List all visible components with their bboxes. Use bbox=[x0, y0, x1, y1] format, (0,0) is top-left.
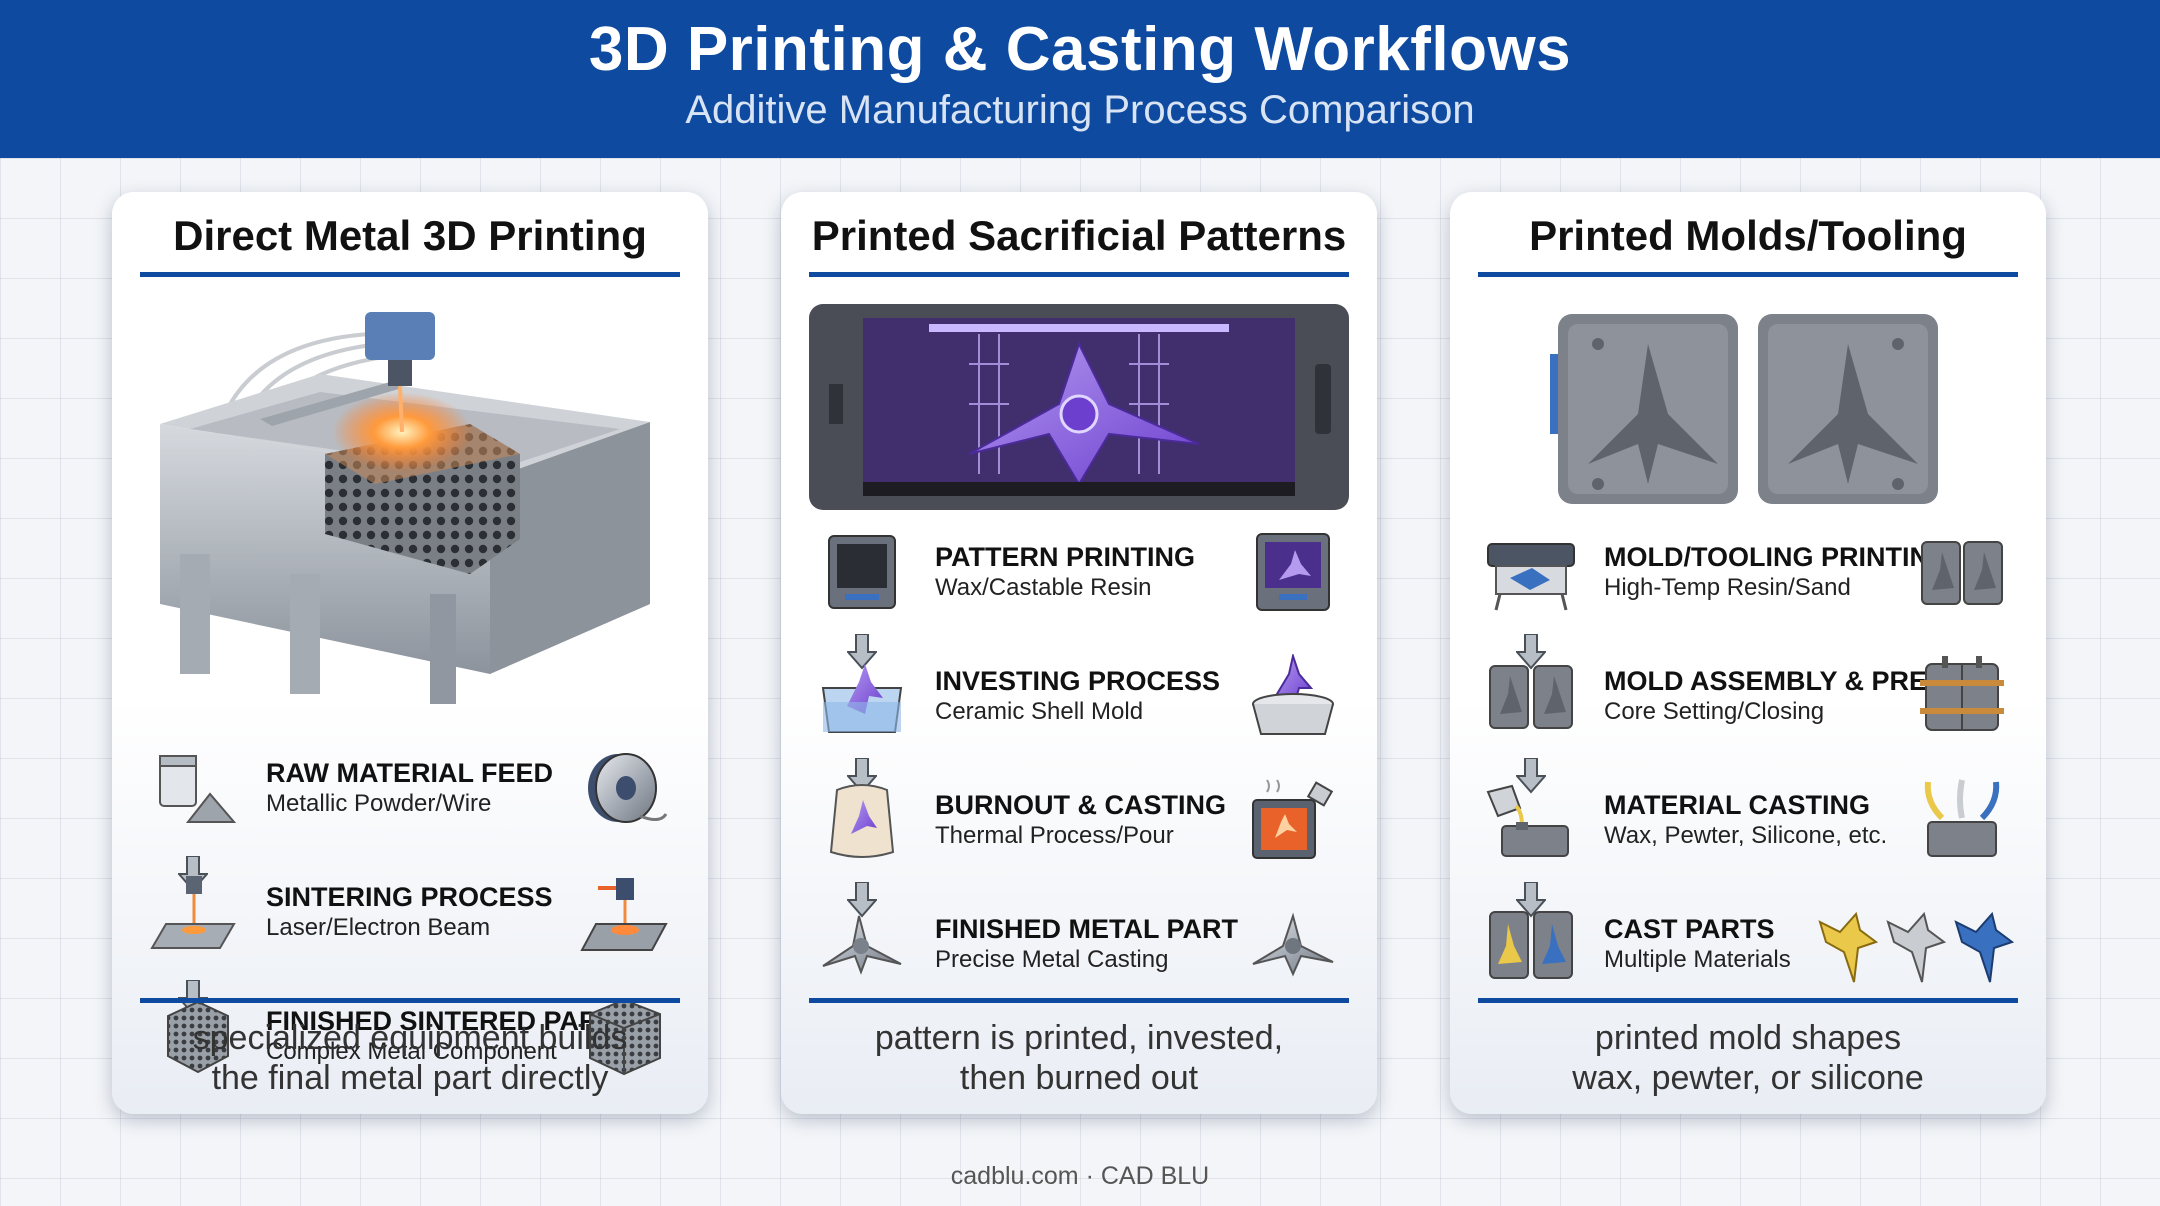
flow-arrow bbox=[1516, 882, 1546, 918]
panel-title: Printed Molds/Tooling bbox=[1529, 212, 1967, 259]
step-title: PATTERN PRINTING bbox=[935, 542, 1195, 572]
step-raw-material-feed: RAW MATERIAL FEED Metallic Powder/Wire bbox=[112, 742, 708, 832]
flow-arrow bbox=[847, 758, 877, 794]
flow-arrow bbox=[1516, 634, 1546, 670]
step-title: FINISHED METAL PART bbox=[935, 914, 1238, 944]
powder-canister-icon bbox=[148, 750, 238, 828]
step-burnout-casting: BURNOUT & CASTING Thermal Process/Pour bbox=[781, 774, 1377, 864]
mold-halves-icon bbox=[1918, 530, 2006, 614]
page-subtitle: Additive Manufacturing Process Compariso… bbox=[685, 88, 1475, 132]
open-mold-illustration bbox=[1478, 304, 2018, 510]
panel-printed-molds: Printed Molds/Tooling MOLD/TOOLING PRINT bbox=[1450, 192, 2046, 1114]
metal-node-icon bbox=[817, 906, 907, 984]
flow-arrow bbox=[1516, 758, 1546, 794]
powder-bed-printer-illustration bbox=[140, 304, 680, 724]
step-title: BURNOUT & CASTING bbox=[935, 790, 1226, 820]
wide-format-printer-icon bbox=[1486, 534, 1576, 612]
panel-divider bbox=[140, 272, 680, 277]
page-title: 3D Printing & Casting Workflows bbox=[588, 15, 1572, 84]
step-subtitle: Thermal Process/Pour bbox=[935, 822, 1174, 849]
laser-bed-icon bbox=[580, 870, 668, 954]
step-material-casting: MATERIAL CASTING Wax, Pewter, Silicone, … bbox=[1450, 774, 2046, 864]
step-finished-sintered-part: FINISHED SINTERED PART Complex Metal Com… bbox=[112, 990, 708, 1080]
step-title: MOLD/TOOLING PRINTING bbox=[1604, 542, 1950, 572]
step-title: CAST PARTS bbox=[1604, 914, 1775, 944]
header-banner: 3D Printing & Casting Workflows Additive… bbox=[0, 0, 2160, 158]
step-subtitle: Precise Metal Casting bbox=[935, 946, 1169, 973]
step-subtitle: Ceramic Shell Mold bbox=[935, 698, 1144, 725]
panel-title: Direct Metal 3D Printing bbox=[173, 212, 647, 259]
step-title: FINISHED SINTERED PART bbox=[266, 1006, 616, 1036]
step-mold-tooling-printing: MOLD/TOOLING PRINTING High-Temp Resin/Sa… bbox=[1450, 526, 2046, 616]
step-title: SINTERING PROCESS bbox=[266, 882, 553, 912]
panel-title: Printed Sacrificial Patterns bbox=[811, 212, 1347, 259]
mold-open-icon bbox=[1486, 658, 1576, 736]
footer-credit: cadblu.com · CAD BLU bbox=[950, 1162, 1210, 1190]
step-subtitle: Wax, Pewter, Silicone, etc. bbox=[1604, 822, 1888, 849]
mold-with-parts-icon bbox=[1486, 906, 1576, 984]
panel-caption: printed mold shapes wax, pewter, or sili… bbox=[1572, 1019, 1924, 1097]
step-finished-metal-part: FINISHED METAL PART Precise Metal Castin… bbox=[781, 898, 1377, 988]
step-mold-assembly-prep: MOLD ASSEMBLY & PREP Core Setting/Closin… bbox=[1450, 650, 2046, 740]
multi-pour-icon bbox=[1918, 778, 2006, 862]
panel-sacrificial-patterns: Printed Sacrificial Patterns bbox=[781, 192, 1377, 1114]
dip-tank-icon bbox=[817, 658, 907, 736]
step-sintering-process: SINTERING PROCESS Laser/Electron Beam bbox=[112, 866, 708, 956]
step-cast-parts: CAST PARTS Multiple Materials bbox=[1450, 898, 2046, 988]
step-subtitle: Core Setting/Closing bbox=[1604, 698, 1825, 725]
shell-mold-icon bbox=[817, 782, 907, 860]
wire-spool-icon bbox=[580, 746, 668, 830]
panel-divider bbox=[809, 998, 1349, 1003]
flow-arrow bbox=[847, 634, 877, 670]
laser-nozzle-icon bbox=[148, 874, 238, 952]
step-subtitle: Multiple Materials bbox=[1604, 946, 1791, 973]
flow-arrow bbox=[847, 882, 877, 918]
step-title: MOLD ASSEMBLY & PREP bbox=[1604, 666, 1946, 696]
panel-divider bbox=[1478, 272, 2018, 277]
furnace-pour-icon bbox=[1249, 778, 1337, 862]
step-title: INVESTING PROCESS bbox=[935, 666, 1221, 696]
step-title: RAW MATERIAL FEED bbox=[266, 758, 553, 788]
step-subtitle: Laser/Electron Beam bbox=[266, 914, 491, 941]
colored-parts-icon bbox=[1816, 902, 2016, 986]
step-investing-process: INVESTING PROCESS Ceramic Shell Mold bbox=[781, 650, 1377, 740]
panel-caption: pattern is printed, invested, then burne… bbox=[874, 1019, 1284, 1097]
lattice-cube-icon bbox=[580, 994, 668, 1078]
step-title: MATERIAL CASTING bbox=[1604, 790, 1870, 820]
panel-divider bbox=[140, 998, 680, 1003]
mold-clamped-icon bbox=[1918, 654, 2006, 738]
step-subtitle: High-Temp Resin/Sand bbox=[1604, 574, 1851, 601]
step-subtitle: Wax/Castable Resin bbox=[935, 574, 1152, 601]
slurry-bowl-icon bbox=[1249, 654, 1337, 738]
panel-direct-metal-printing: Direct Metal 3D Printing bbox=[112, 192, 708, 1114]
panel-divider bbox=[809, 272, 1349, 277]
metal-node-alt-icon bbox=[1249, 902, 1337, 986]
ladle-pour-icon bbox=[1486, 782, 1576, 860]
printer-with-part-icon bbox=[1249, 530, 1337, 614]
panel-divider bbox=[1478, 998, 2018, 1003]
resin-printer-chamber-illustration bbox=[809, 304, 1349, 510]
step-pattern-printing: PATTERN PRINTING Wax/Castable Resin bbox=[781, 526, 1377, 616]
step-subtitle: Metallic Powder/Wire bbox=[266, 790, 492, 817]
printer-icon bbox=[817, 534, 907, 612]
panel-caption: specialized equipment builds the final m… bbox=[192, 1019, 628, 1097]
step-subtitle: Complex Metal Component bbox=[266, 1038, 557, 1065]
